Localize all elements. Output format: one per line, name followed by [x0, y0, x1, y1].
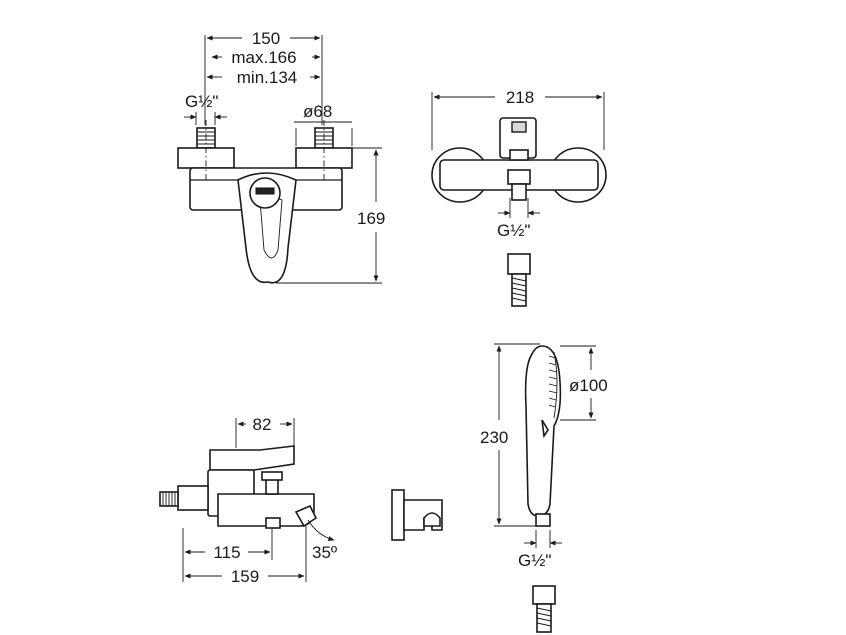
- dim-height-label: 169: [357, 209, 385, 228]
- dim-line-max: max.166: [211, 48, 321, 67]
- wall-bracket: [391, 489, 443, 541]
- dim-min-label: min.134: [237, 68, 297, 87]
- dim-inlet-label: G½": [185, 92, 218, 111]
- dim-115-label: 115: [213, 543, 240, 562]
- dim-head-label: ø100: [569, 376, 608, 395]
- brand-logo: [255, 187, 275, 195]
- top-view: 218 G½": [431, 88, 607, 307]
- side-view: 82 115 159 35º: [159, 415, 337, 586]
- dim-line-min: min.134: [206, 68, 321, 87]
- dim-82-label: 82: [253, 415, 272, 434]
- dim-150-label: 150: [252, 29, 280, 48]
- dim-max-label: max.166: [231, 48, 296, 67]
- dim-230-label: 230: [480, 428, 508, 447]
- dim-flange-label: ø68: [303, 102, 332, 121]
- dim-outlet-label: G½": [497, 221, 530, 240]
- dim-thread-label: G½": [518, 551, 551, 570]
- lever-side: [209, 445, 295, 471]
- dim-angle-label: 35º: [312, 543, 337, 562]
- front-view: 150 max.166 min.134 G½" ø68: [177, 29, 385, 284]
- dim-line-150: 150: [204, 29, 323, 125]
- dim-218-label: 218: [506, 88, 534, 107]
- hand-shower: 230 ø100 G½": [480, 343, 608, 633]
- dim-159-label: 159: [231, 567, 259, 586]
- hose-top: [507, 253, 531, 307]
